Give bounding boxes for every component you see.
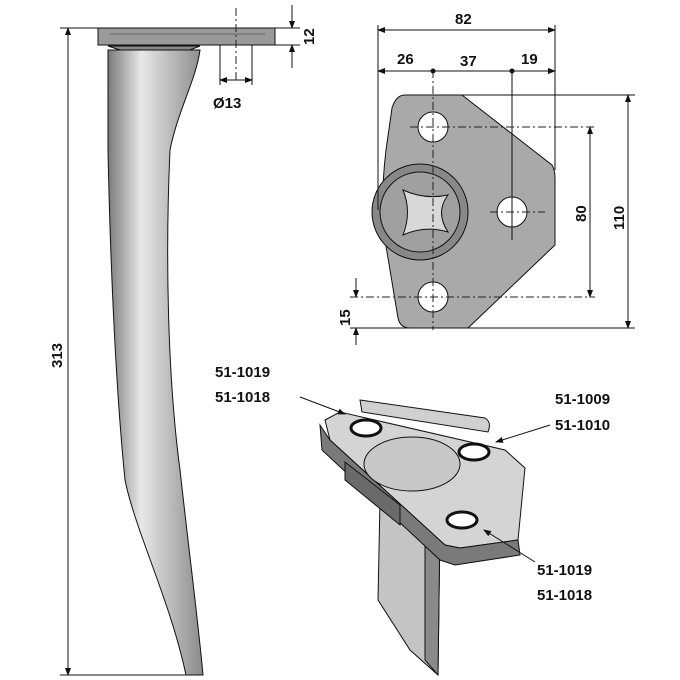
- plate-width-label: 82: [455, 11, 472, 28]
- tine-blade: [107, 49, 204, 676]
- length-label: 313: [49, 343, 66, 368]
- side-view: Ø13 12 313: [49, 5, 318, 676]
- mounting-hole: [349, 418, 383, 438]
- flange: [97, 27, 276, 46]
- part-number-label: 51-1018: [537, 587, 592, 604]
- hole-diameter-label: Ø13: [213, 95, 241, 112]
- part-number-label: 51-1010: [555, 417, 610, 434]
- flange-thickness-label: 12: [301, 28, 318, 45]
- part-number-label: 51-1018: [215, 389, 270, 406]
- offset-left-label: 26: [397, 51, 414, 68]
- offset-right-label: 19: [521, 51, 538, 68]
- plate-top-view: 82 26 37 19 80 110 15: [337, 11, 635, 345]
- bottom-offset-label: 15: [337, 309, 354, 326]
- part-number-label: 51-1019: [215, 364, 270, 381]
- mounting-hole: [457, 442, 491, 462]
- part-number-label: 51-1009: [555, 391, 610, 408]
- part-number-label: 51-1019: [537, 562, 592, 579]
- plate-height-label: 110: [611, 206, 628, 230]
- plate-3d-view: 51-1019 51-1018 51-1009 51-1010 51-1019 …: [215, 364, 610, 677]
- offset-mid-label: 37: [460, 53, 477, 70]
- mounting-hole: [445, 510, 479, 530]
- hole-spacing-label: 80: [573, 205, 590, 222]
